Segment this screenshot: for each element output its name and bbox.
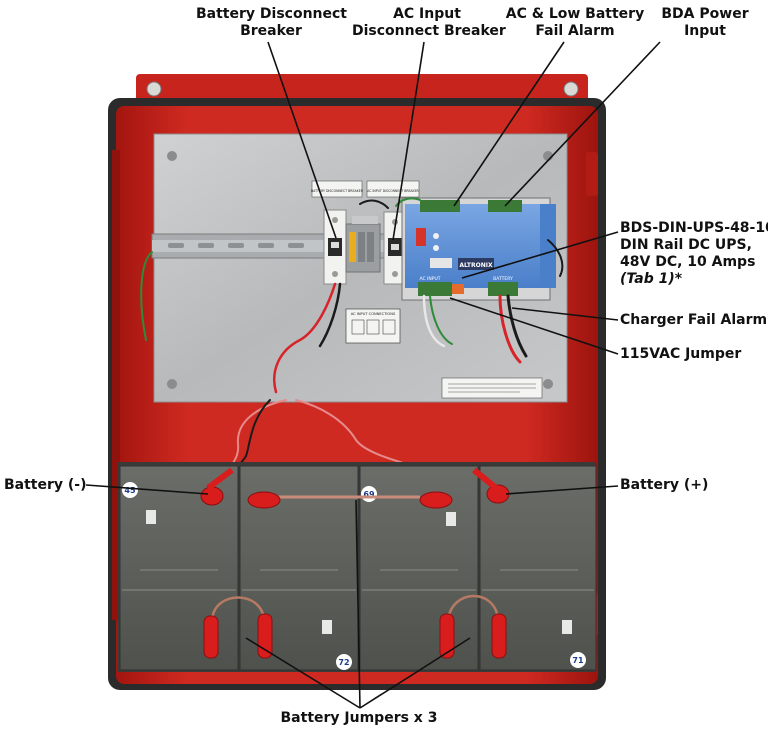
callout-battery-negative: Battery (-): [4, 477, 87, 493]
callout-bda-power-input: BDA Power Input: [650, 6, 760, 40]
ups-module: ALTRONIX AC INPUT BATTERY: [401, 197, 556, 301]
battery-number-3: 72: [338, 658, 349, 667]
callout-ups-module: BDS-DIN-UPS-48-10, DIN Rail DC UPS, 48V …: [620, 220, 768, 288]
callout-battery-disconnect-line1: Battery Disconnect: [196, 6, 347, 22]
ups-ac-input-label: AC INPUT: [419, 276, 440, 282]
callout-ups-line4: (Tab 1)*: [620, 271, 683, 287]
callout-battery-positive: Battery (+): [620, 477, 709, 493]
panel-label-stickers: BATTERY DISCONNECT BREAKER AC INPUT DISC…: [311, 180, 543, 399]
callout-ac-low-battery-line2: Fail Alarm: [535, 23, 615, 39]
mount-screw-right-icon: [563, 81, 579, 97]
callout-ac-low-battery-fail-alarm: AC & Low Battery Fail Alarm: [500, 6, 650, 40]
panel-label-battery-disconnect: BATTERY DISCONNECT BREAKER: [311, 189, 364, 193]
terminal-blocks: [345, 216, 381, 273]
battery-disconnect-breaker: [323, 209, 347, 285]
callout-ups-line1: BDS-DIN-UPS-48-10,: [620, 220, 768, 236]
battery-number-1: 45: [124, 486, 136, 495]
callout-ac-low-battery-line1: AC & Low Battery: [505, 6, 645, 22]
callout-ups-line3: 48V DC, 10 Amps: [620, 254, 756, 270]
callout-battery-disconnect-line2: Breaker: [240, 23, 302, 39]
ups-brand-text: ALTRONIX: [459, 262, 493, 269]
callout-ac-input-line2: Disconnect Breaker: [352, 23, 506, 39]
battery-number-4: 71: [572, 656, 584, 665]
panel-label-ac-input-disconnect: AC INPUT DISCONNECT BREAKER: [367, 189, 419, 193]
callout-ac-input-disconnect-breaker: AC Input Disconnect Breaker: [352, 6, 506, 40]
battery-number-2: 69: [363, 490, 375, 499]
callout-ac-input-line1: AC Input: [393, 6, 461, 22]
callout-leader-lines: [85, 41, 661, 709]
callout-115vac-jumper: 115VAC Jumper: [620, 346, 742, 362]
callout-charger-fail-alarm: Charger Fail Alarm: [620, 312, 768, 328]
mount-screw-left-icon: [146, 81, 162, 97]
ups-battery-label: BATTERY: [493, 276, 513, 282]
callout-battery-disconnect-breaker: Battery Disconnect Breaker: [196, 6, 347, 40]
callout-bda-power-line2: Input: [684, 23, 726, 39]
callout-ups-line2: DIN Rail DC UPS,: [620, 237, 752, 253]
callout-battery-jumpers: Battery Jumpers x 3: [280, 710, 438, 726]
callout-bda-power-line1: BDA Power: [661, 6, 749, 22]
panel-label-ac-input-connections: AC INPUT CONNECTIONS: [351, 312, 396, 316]
